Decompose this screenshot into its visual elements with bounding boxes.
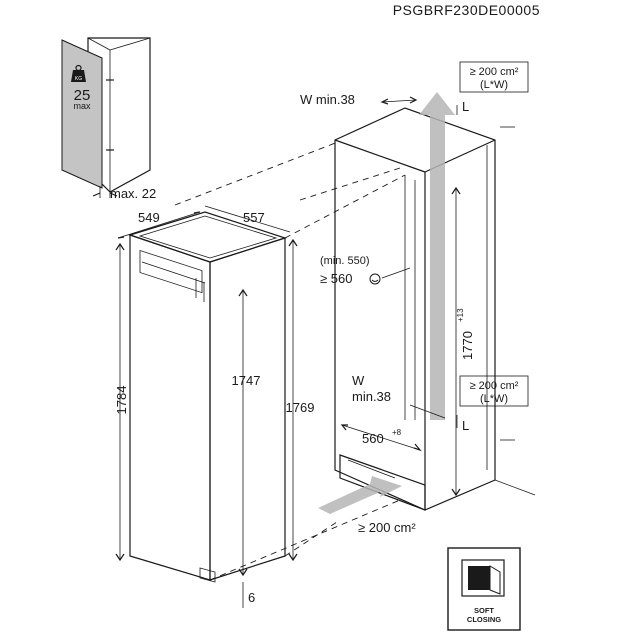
max-weight: 25	[74, 87, 91, 104]
appliance-depth: 549	[138, 210, 160, 225]
top-vent-area: ≥ 200 cm²	[470, 66, 519, 78]
top-vent-letter: L	[462, 99, 469, 114]
soft-closing-badge: SOFT CLOSING	[447, 547, 521, 631]
door-panel-illustration: KG 25 max max. 22	[61, 37, 156, 201]
soft-closing-line2: CLOSING	[467, 615, 501, 624]
bottom-vent-letter: L	[462, 418, 469, 433]
appliance-height-body: 1769	[286, 400, 315, 415]
bottom-clearance-min: min.38	[352, 389, 391, 404]
appliance-illustration: 549 557 1784 1747 1769 6	[114, 141, 406, 608]
soft-closing-icon	[468, 566, 490, 590]
soft-closing-line1: SOFT	[474, 606, 494, 615]
smile-icon	[369, 273, 381, 285]
weight-badge: KG	[75, 76, 82, 82]
niche-illustration: W min.38 L ≥ 200 cm² (L*W) (min. 550) ≥ …	[300, 61, 536, 535]
bottom-vent-sub: (L*W)	[480, 393, 508, 405]
bottom-clearance-w: W	[352, 373, 365, 388]
max-gap-label: max. 22	[110, 186, 156, 201]
floor-vent-label: ≥ 200 cm²	[358, 520, 416, 535]
niche-height: 1770	[460, 331, 475, 360]
bottom-vent-area: ≥ 200 cm²	[470, 380, 519, 392]
top-vent-arrow	[419, 92, 455, 420]
niche-width-tol: +8	[392, 428, 402, 437]
appliance-foot-offset: 6	[248, 590, 255, 605]
product-code: PSGBRF230DE00005	[392, 2, 540, 18]
niche-width: 560	[362, 431, 384, 446]
max-weight-unit: max	[73, 101, 91, 111]
min-depth-label: (min. 550)	[320, 255, 370, 267]
niche-height-tol: +13	[456, 308, 465, 322]
top-clearance-label: W min.38	[300, 92, 355, 107]
appliance-width: 557	[243, 210, 265, 225]
appliance-height-total: 1784	[114, 386, 129, 415]
rec-depth-label: ≥ 560	[320, 271, 352, 286]
door-panel	[61, 39, 103, 189]
floor-vent-arrow	[318, 476, 402, 514]
weight-icon	[71, 64, 86, 82]
top-vent-sub: (L*W)	[480, 79, 508, 91]
appliance-height-inner: 1747	[232, 373, 261, 388]
